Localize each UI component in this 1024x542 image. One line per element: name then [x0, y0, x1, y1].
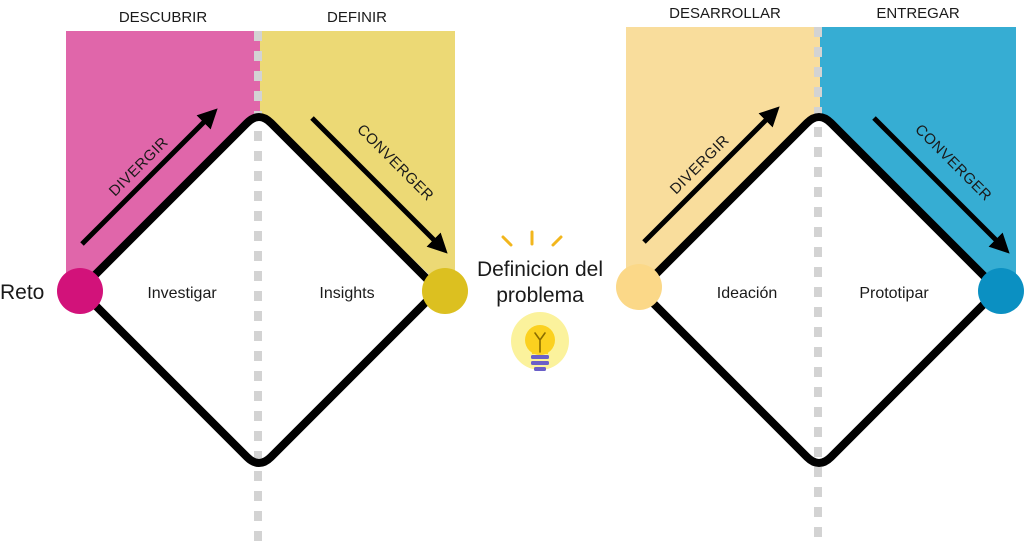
- label-ideacion: Ideación: [717, 285, 778, 302]
- prototipar-node: [978, 268, 1024, 314]
- develop-band: [626, 27, 820, 290]
- label-insights: Insights: [319, 285, 374, 302]
- diverge-arrow-right: [642, 106, 780, 244]
- reto-node: [57, 268, 103, 314]
- spark-icon: [501, 230, 563, 247]
- converge-arrow-left: [310, 116, 448, 254]
- converge-arrow-right: [872, 116, 1010, 254]
- phase-deliver: ENTREGAR: [876, 5, 960, 22]
- diverge-arrow-left: [80, 108, 218, 246]
- label-investigar: Investigar: [147, 285, 217, 302]
- label-problem-line2: problema: [496, 284, 584, 307]
- phase-discover: DESCUBRIR: [119, 9, 208, 26]
- phase-develop: DESARROLLAR: [669, 5, 781, 22]
- insights-node: [422, 268, 468, 314]
- phase-define: DEFINIR: [327, 9, 387, 26]
- lightbulb-icon: [511, 312, 569, 371]
- ideacion-node: [616, 264, 662, 310]
- label-problem-line1: Definicion del: [477, 258, 603, 281]
- label-reto: Reto: [0, 281, 44, 304]
- label-prototipar: Prototipar: [859, 285, 929, 302]
